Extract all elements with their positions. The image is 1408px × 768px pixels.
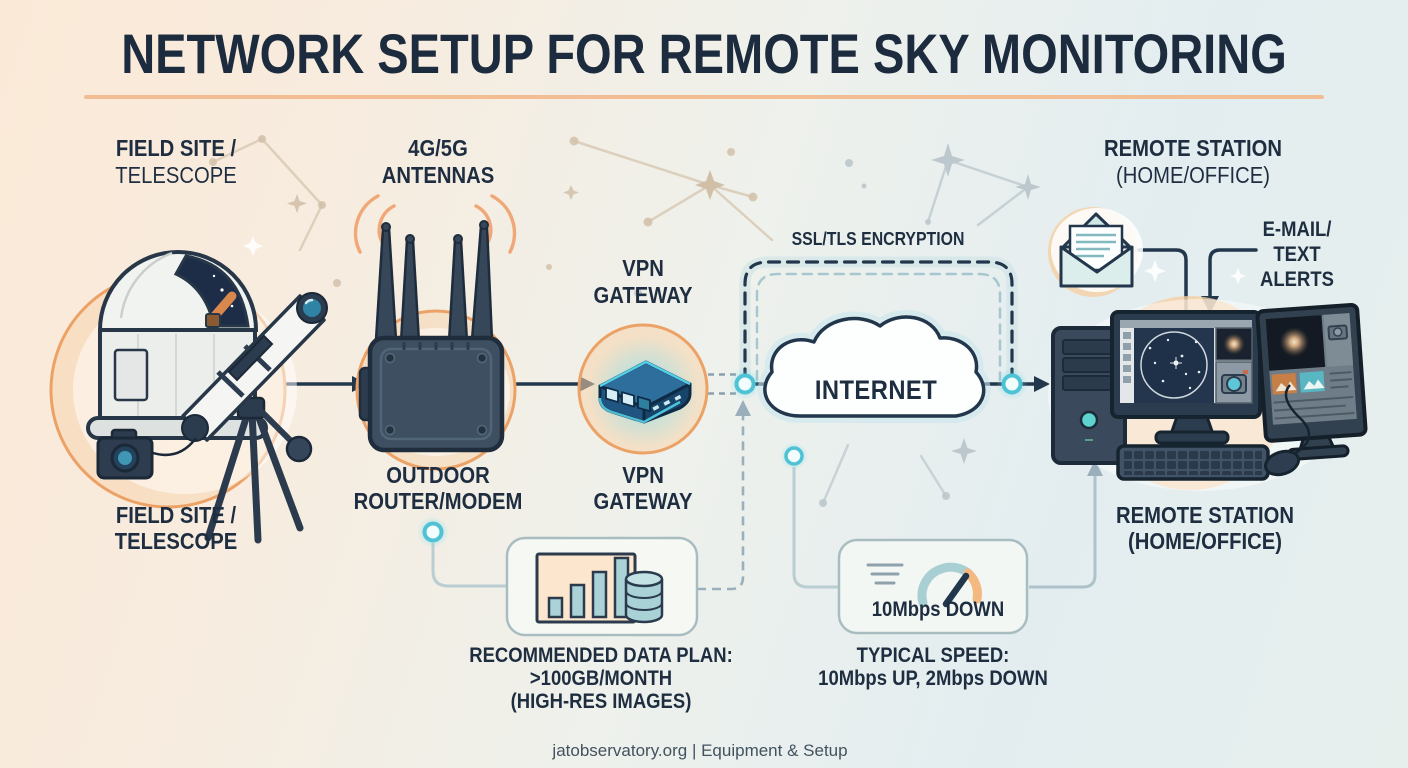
internet-label: INTERNET — [814, 375, 938, 405]
telescope-icon — [181, 292, 328, 544]
field-site-caption-line2: TELESCOPE — [114, 528, 238, 554]
vpn-heading-line1: VPN — [622, 255, 664, 281]
field-site-heading-line2: TELESCOPE — [115, 162, 237, 188]
bar-chart-icon — [535, 552, 637, 624]
field-site-caption-line1: FIELD SITE / — [115, 502, 237, 528]
ssl-tunnel — [739, 256, 1018, 382]
data-plan-line3: (HIGH-RES IMAGES) — [510, 690, 692, 713]
ssl-encryption-label: SSL/TLS ENCRYPTION — [791, 229, 965, 249]
router-illustration — [353, 194, 517, 471]
camera-icon — [96, 428, 197, 480]
main-monitor-icon — [1110, 310, 1262, 445]
vpn-device-icon — [598, 360, 692, 424]
keyboard-icon — [1116, 444, 1270, 481]
alerts-label-line3: ALERTS — [1260, 268, 1334, 291]
node-internet — [996, 368, 1028, 400]
antennas-heading-line2: ANTENNAS — [381, 162, 495, 188]
vpn-heading-line2: GATEWAY — [593, 282, 693, 308]
data-plan-box — [505, 536, 699, 637]
footer-credit: jatobservatory.org | Equipment & Setup — [552, 741, 848, 760]
node-router — [417, 516, 449, 548]
alerts-label-line1: E-MAIL/ — [1262, 218, 1332, 241]
network-nodes — [417, 368, 1028, 548]
router-caption-line1: OUTDOOR — [386, 462, 490, 488]
speed-line2: 10Mbps UP, 2Mbps DOWN — [818, 667, 1048, 690]
antennas-heading-line1: 4G/5G — [408, 135, 468, 161]
router-case-icon — [358, 335, 505, 453]
speedometer-icon — [866, 562, 982, 608]
internet-cloud-icon — [757, 309, 991, 423]
speed-gauge-label: 10Mbps DOWN — [871, 598, 1005, 621]
vpn-caption-line1: VPN — [622, 462, 664, 488]
secondary-monitor-icon — [1255, 302, 1368, 461]
data-plan-line2: >100GB/MONTH — [529, 667, 673, 690]
speed-box — [837, 538, 1029, 635]
vpn-gateway-illustration — [577, 323, 709, 455]
field-site-heading-line1: FIELD SITE / — [115, 135, 237, 161]
constellation-decorations — [209, 135, 1246, 633]
remote-station-heading-line1: REMOTE STATION — [1103, 135, 1283, 161]
database-icon — [624, 570, 664, 624]
remote-station-caption-line1: REMOTE STATION — [1115, 502, 1295, 528]
speed-title: TYPICAL SPEED: — [856, 644, 1010, 667]
email-envelope-icon — [1051, 208, 1143, 292]
router-caption-line2: ROUTER/MODEM — [353, 488, 523, 514]
data-plan-title: RECOMMENDED DATA PLAN: — [469, 644, 733, 667]
vpn-caption-line2: GATEWAY — [593, 488, 693, 514]
wifi-signal-icon — [353, 194, 517, 254]
remote-station-illustration — [1048, 207, 1368, 491]
mouse-icon — [1263, 384, 1311, 477]
remote-station-caption-line2: (HOME/OFFICE) — [1127, 528, 1283, 554]
remote-station-heading-line2: (HOME/OFFICE) — [1115, 162, 1271, 188]
alerts-label-line2: TEXT — [1273, 243, 1321, 266]
callout-connectors — [431, 400, 1103, 591]
title-underline — [84, 95, 1324, 99]
page-title: NETWORK SETUP FOR REMOTE SKY MONITORING — [121, 22, 1287, 85]
field-site-illustration — [49, 250, 328, 544]
node-speed — [780, 442, 808, 470]
antenna-icon — [374, 220, 494, 344]
node-vpn — [729, 368, 761, 400]
